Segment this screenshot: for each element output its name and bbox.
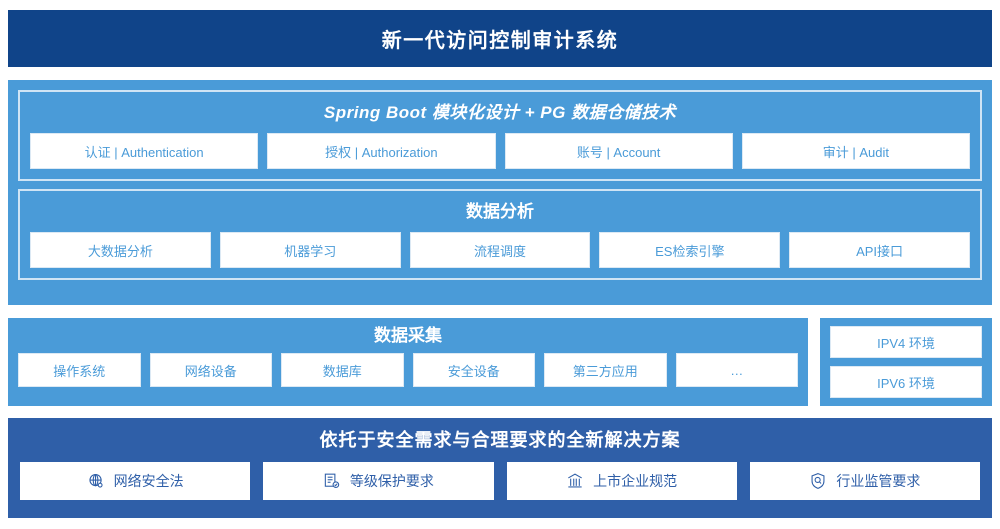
module-authentication[interactable]: 认证 | Authentication: [30, 133, 259, 169]
bank-building-icon: [566, 472, 584, 490]
solution-layer-panel: 依托于安全需求与合理要求的全新解决方案 网络安全法: [8, 418, 992, 518]
globe-network-icon: [87, 472, 105, 490]
environment-panel: IPV4 环境 IPV6 环境: [820, 318, 992, 406]
source-third-party-application[interactable]: 第三方应用: [544, 353, 667, 387]
environment-ipv4[interactable]: IPV4 环境: [830, 326, 982, 358]
compliance-cybersecurity-law[interactable]: 网络安全法: [20, 462, 251, 500]
solution-layer-items: 网络安全法 等级保护要求: [20, 462, 980, 500]
source-database[interactable]: 数据库: [281, 353, 404, 387]
application-layer-group: Spring Boot 模块化设计 + PG 数据仓储技术 认证 | Authe…: [18, 90, 982, 181]
analysis-layer-title: 数据分析: [466, 202, 534, 221]
source-operating-system[interactable]: 操作系统: [18, 353, 141, 387]
source-more[interactable]: …: [675, 353, 798, 387]
collection-layer-title: 数据采集: [374, 326, 442, 345]
source-network-device[interactable]: 网络设备: [149, 353, 272, 387]
compliance-industry-regulation[interactable]: 行业监管要求: [749, 462, 980, 500]
solution-layer-title: 依托于安全需求与合理要求的全新解决方案: [319, 430, 681, 450]
page-header: 新一代访问控制审计系统: [8, 10, 992, 67]
environment-ipv6[interactable]: IPV6 环境: [830, 366, 982, 398]
analysis-layer-group: 数据分析 大数据分析 机器学习 流程调度 ES检索引擎 API接口: [18, 189, 982, 280]
collection-layer-items: 操作系统 网络设备 数据库 安全设备 第三方应用 …: [18, 353, 798, 387]
compliance-label: 上市企业规范: [593, 473, 678, 489]
page-title: 新一代访问控制审计系统: [381, 30, 619, 52]
analysis-layer-items: 大数据分析 机器学习 流程调度 ES检索引擎 API接口: [30, 232, 970, 268]
compliance-label: 网络安全法: [113, 473, 184, 489]
module-authorization[interactable]: 授权 | Authorization: [267, 133, 496, 169]
source-security-device[interactable]: 安全设备: [412, 353, 535, 387]
module-machine-learning[interactable]: 机器学习: [219, 232, 401, 268]
collection-layer-panel: 数据采集 操作系统 网络设备 数据库 安全设备 第三方应用 …: [8, 318, 808, 406]
module-big-data-analysis[interactable]: 大数据分析: [30, 232, 211, 268]
compliance-listed-company-standards[interactable]: 上市企业规范: [506, 462, 737, 500]
architecture-stack-panel: Spring Boot 模块化设计 + PG 数据仓储技术 认证 | Authe…: [8, 80, 992, 305]
compliance-classified-protection[interactable]: 等级保护要求: [263, 462, 494, 500]
shield-search-icon: [809, 472, 827, 490]
module-audit[interactable]: 审计 | Audit: [741, 133, 970, 169]
application-layer-title: Spring Boot 模块化设计 + PG 数据仓储技术: [323, 103, 677, 122]
module-process-scheduling[interactable]: 流程调度: [409, 232, 591, 268]
application-layer-items: 认证 | Authentication 授权 | Authorization 账…: [30, 133, 970, 169]
document-check-icon: [323, 472, 341, 490]
module-account[interactable]: 账号 | Account: [504, 133, 733, 169]
compliance-label: 等级保护要求: [349, 473, 434, 489]
module-api-interface[interactable]: API接口: [789, 232, 970, 268]
module-es-search-engine[interactable]: ES检索引擎: [599, 232, 781, 268]
compliance-label: 行业监管要求: [836, 473, 921, 489]
